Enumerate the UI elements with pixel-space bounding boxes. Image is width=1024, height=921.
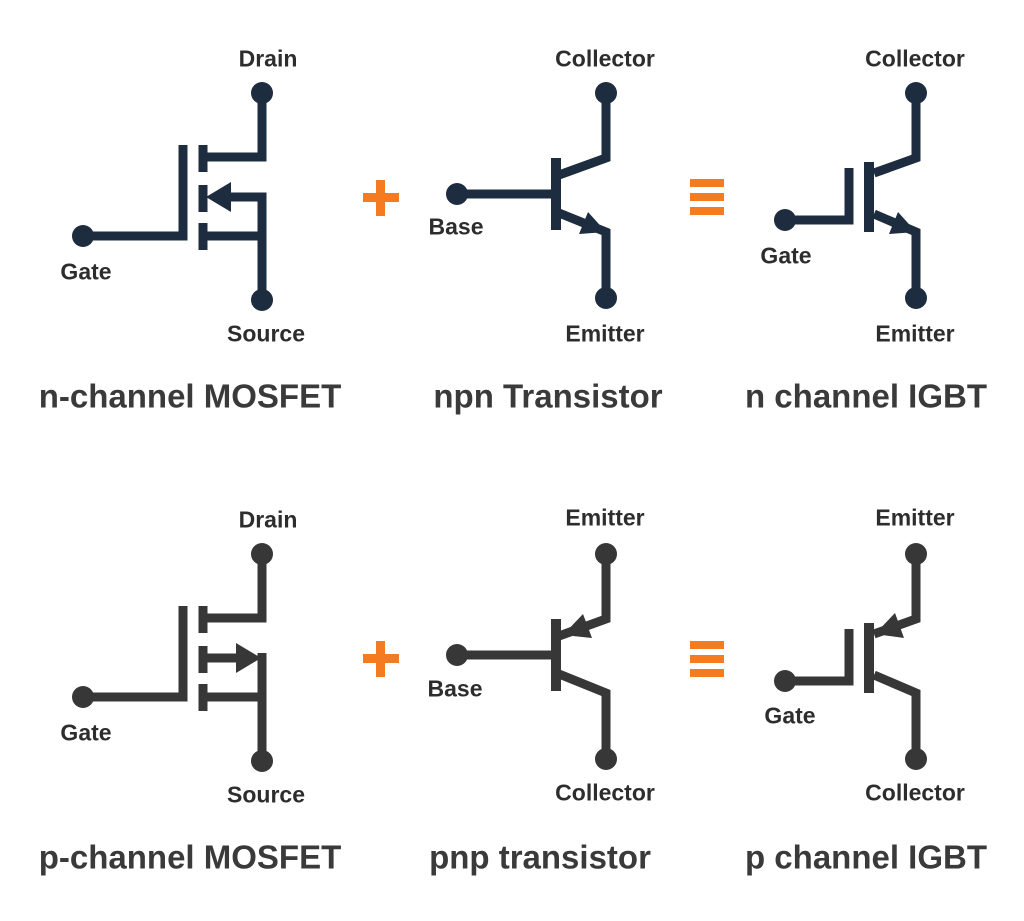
n-channel-mosfet-symbol	[72, 82, 273, 311]
nmos-left-terminal-label: Gate	[60, 258, 112, 285]
pmos-top-terminal-label: Drain	[238, 506, 298, 533]
pmos-bottom-terminal-label: Source	[227, 781, 305, 808]
equivalence-icon	[690, 641, 724, 677]
pmos-caption: p-channel MOSFET	[38, 838, 342, 876]
plus-icon	[363, 180, 399, 216]
p-channel-igbt-symbol	[774, 543, 927, 770]
nmos-caption: n-channel MOSFET	[38, 377, 342, 415]
npn-left-terminal-label: Base	[428, 213, 484, 240]
npn-top-terminal-label: Collector	[555, 45, 655, 72]
nigbt-caption: n channel IGBT	[744, 377, 988, 415]
p-channel-mosfet-symbol	[72, 543, 273, 772]
npn-transistor-symbol	[446, 82, 617, 309]
pnp-left-terminal-label: Base	[427, 675, 483, 702]
nigbt-top-terminal-label: Collector	[865, 45, 965, 72]
pnp-transistor-symbol	[446, 543, 617, 770]
nmos-top-terminal-label: Drain	[238, 45, 298, 72]
nigbt-left-terminal-label: Gate	[760, 242, 812, 269]
n-channel-igbt-symbol	[774, 82, 927, 309]
pigbt-bottom-terminal-label: Collector	[865, 779, 965, 806]
npn-bottom-terminal-label: Emitter	[565, 320, 645, 347]
pigbt-left-terminal-label: Gate	[764, 702, 816, 729]
plus-icon	[363, 641, 399, 677]
pmos-left-terminal-label: Gate	[60, 719, 112, 746]
pigbt-top-terminal-label: Emitter	[875, 504, 955, 531]
pnp-bottom-terminal-label: Collector	[555, 779, 655, 806]
pnp-caption: pnp transistor	[429, 838, 651, 876]
pigbt-caption: p channel IGBT	[744, 838, 988, 876]
equivalence-icon	[690, 179, 724, 215]
pnp-top-terminal-label: Emitter	[565, 504, 645, 531]
nmos-bottom-terminal-label: Source	[227, 320, 305, 347]
npn-caption: npn Transistor	[433, 377, 663, 415]
nigbt-bottom-terminal-label: Emitter	[875, 320, 955, 347]
